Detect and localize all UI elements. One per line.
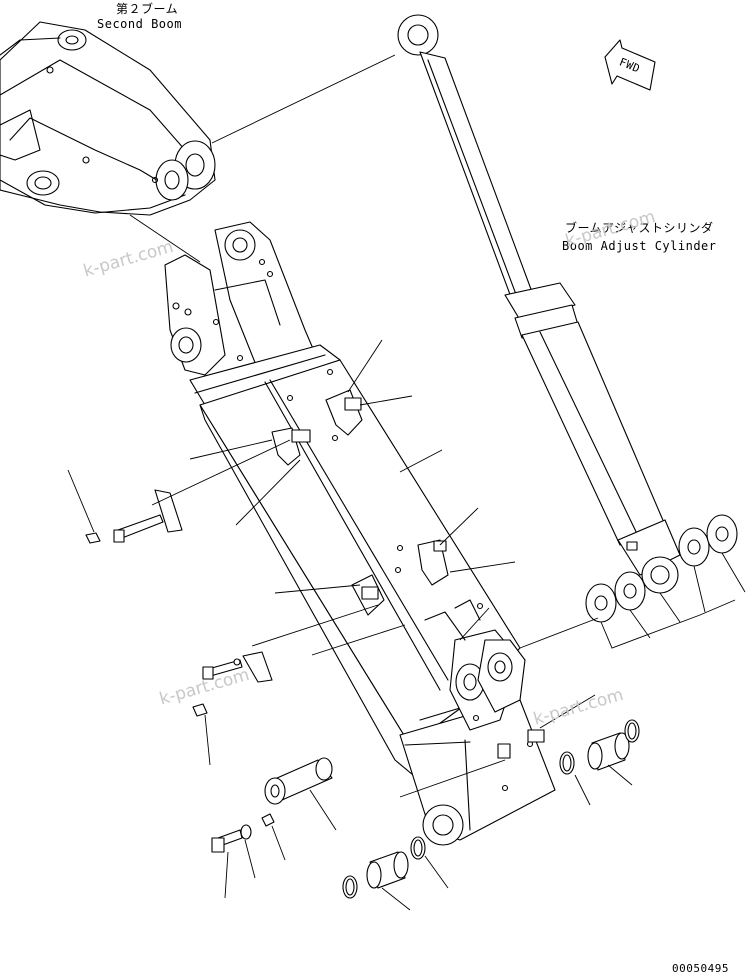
bolt-plate-group — [85, 489, 275, 853]
boom-adjust-cylinder — [397, 14, 681, 594]
leader-lines — [67, 54, 633, 911]
hose-clamps — [271, 368, 545, 759]
fwd-arrow-icon — [604, 39, 656, 91]
second-boom — [0, 21, 216, 216]
boom-pin — [264, 757, 333, 805]
bushings — [342, 719, 640, 899]
shim-set — [585, 514, 746, 649]
cylinder-label-jp: ブームアジャストシリンダ — [565, 221, 714, 235]
second-boom-label-en: Second Boom — [97, 17, 182, 31]
boom-main-body — [164, 221, 556, 846]
second-boom-label-jp: 第２ブーム — [116, 2, 179, 16]
drawing-number: 00050495 — [672, 962, 729, 975]
cylinder-label-en: Boom Adjust Cylinder — [562, 239, 717, 253]
